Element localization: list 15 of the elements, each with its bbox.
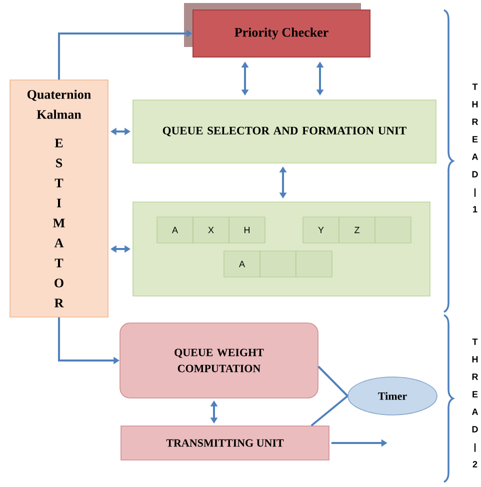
thread-label: T H R E A D | 2 [472, 338, 478, 468]
queue-cell: A [224, 250, 260, 278]
queue-cell: Y [302, 216, 340, 244]
estimator-box: Quaternion Kalman E S T I M A T O R [10, 80, 108, 318]
weight-computation-box: QUEUE WEIGHT COMPUTATION [120, 322, 318, 398]
queue-cell: A [156, 216, 194, 244]
thread-label: T H R E A D | 1 [472, 84, 478, 212]
queue-cell: Z [338, 216, 376, 244]
transmitting-unit-box: TRANSMITTING UNIT [120, 426, 330, 460]
priority-checker-box: Priority Checker [184, 3, 370, 58]
connector-line [310, 395, 348, 426]
queue-selector-box: QUEUE SELECTOR AND FORMATION UNIT [132, 100, 436, 164]
connector-line [318, 366, 348, 397]
queue-cell: X [192, 216, 230, 244]
queue-cell: H [228, 216, 266, 244]
